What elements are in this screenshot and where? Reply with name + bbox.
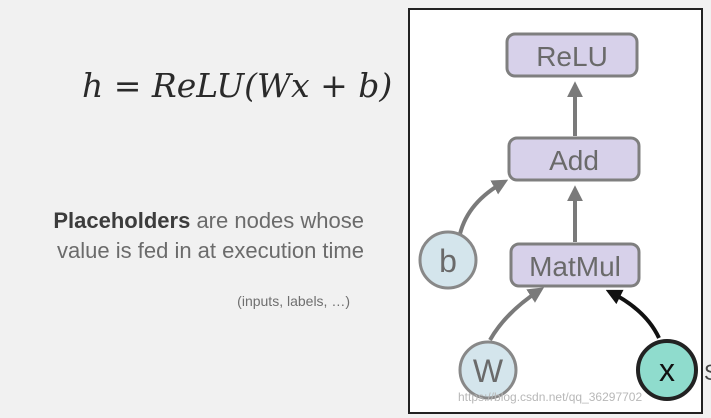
x-placeholder-label: x bbox=[659, 352, 675, 388]
watermark: https://blog.csdn.net/qq_36297702 bbox=[458, 390, 643, 404]
edge-fragment: S bbox=[704, 360, 711, 386]
edge-b-to-add bbox=[458, 179, 509, 235]
add-node-label: Add bbox=[549, 145, 599, 176]
matmul-node-label: MatMul bbox=[529, 251, 621, 282]
formula: h = ReLU(Wx + b) bbox=[82, 66, 393, 105]
x-placeholder-node: x bbox=[636, 339, 698, 401]
w-variable-node: W bbox=[458, 340, 518, 400]
relu-node-label: ReLU bbox=[536, 41, 608, 72]
w-variable-label: W bbox=[473, 353, 504, 389]
relu-node: ReLU bbox=[505, 32, 639, 78]
b-variable-label: b bbox=[439, 243, 457, 279]
description-rest: are nodes whose value is fed in at execu… bbox=[57, 208, 364, 263]
edge-w-to-matmul bbox=[488, 287, 545, 341]
description-bold: Placeholders bbox=[53, 208, 191, 233]
matmul-node: MatMul bbox=[509, 242, 641, 288]
graph-panel: ReLU Add MatMul b W x bbox=[408, 8, 703, 414]
graph-diagram: ReLU Add MatMul b W x bbox=[418, 32, 698, 401]
add-node: Add bbox=[507, 136, 641, 182]
b-variable-node: b bbox=[418, 230, 478, 290]
edge-x-to-matmul bbox=[605, 289, 661, 339]
inputs-note: (inputs, labels, …) bbox=[237, 293, 350, 309]
placeholder-description: Placeholders are nodes whose value is fe… bbox=[14, 206, 364, 266]
